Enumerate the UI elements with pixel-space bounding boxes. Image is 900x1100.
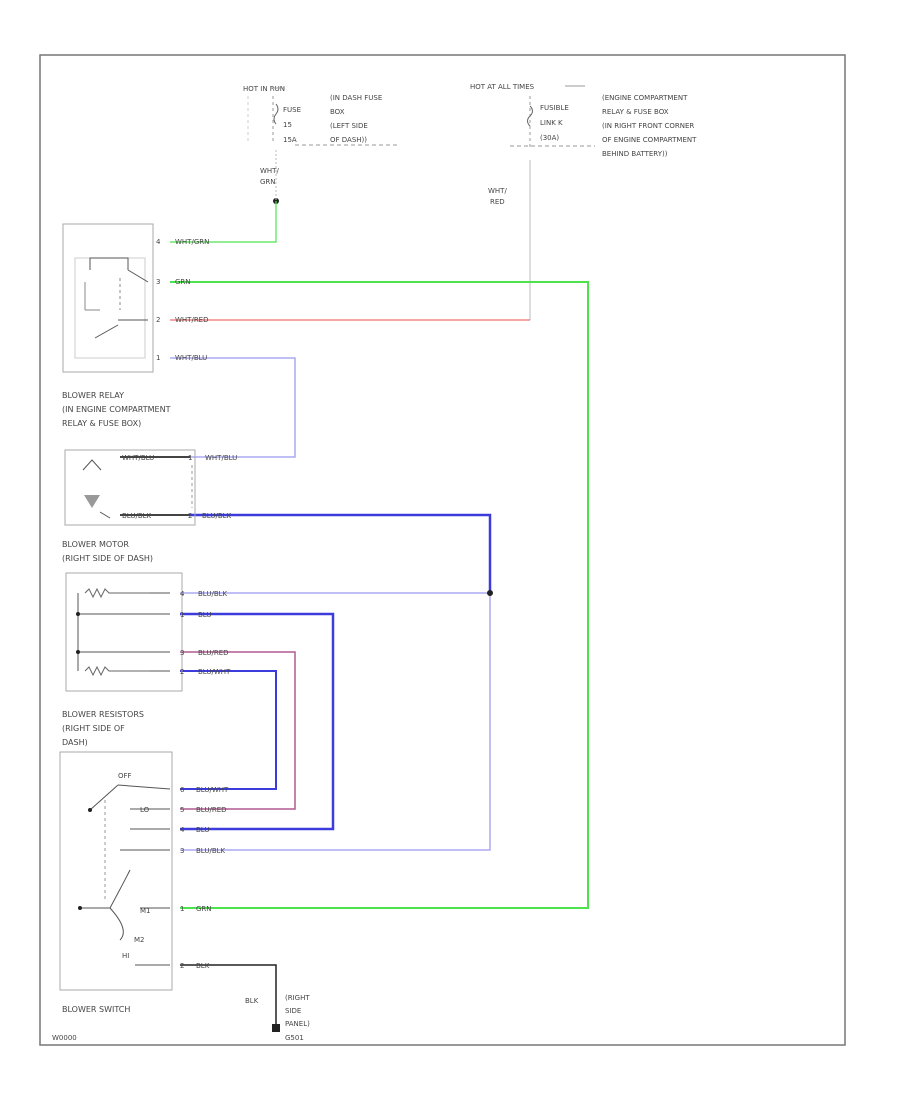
switch-pin-5-wire: BLU/RED xyxy=(196,806,227,814)
ground-wire-label: BLK xyxy=(245,997,259,1005)
ground-location-3: PANEL) xyxy=(285,1020,310,1028)
resistor-pin-3-wire: BLU/RED xyxy=(198,649,229,657)
switch-position-lo: LO xyxy=(140,806,150,814)
blower-resistors: 4 BLU/BLK 1 BLU 3 BLU/RED 2 BLU/WHT BLOW… xyxy=(62,572,231,747)
blower-switch: OFF LO M1 M2 HI 6 BLU/WHT 5 BLU/RED 4 BL… xyxy=(59,751,229,1014)
relay-pin-2-wire: WHT/RED xyxy=(175,316,209,324)
motor-pin-1-num: 1 xyxy=(188,454,192,462)
motor-symbol xyxy=(82,459,102,471)
resistor-caption-2: (RIGHT SIDE OF xyxy=(62,724,125,733)
relay-pin-3-wire: GRN xyxy=(175,278,191,286)
relay-pin-2-num: 2 xyxy=(156,316,160,324)
relay-caption-3: RELAY & FUSE BOX) xyxy=(62,419,141,428)
resistor-pin-2-num: 2 xyxy=(180,668,184,676)
diagram-border xyxy=(39,54,846,1046)
wire-blu xyxy=(180,612,335,831)
relay-pin-3-num: 3 xyxy=(156,278,160,286)
resistor-top xyxy=(84,587,150,599)
motor-caption-1: BLOWER MOTOR xyxy=(62,540,129,549)
switch-pin-4-num: 4 xyxy=(180,826,185,834)
switch-position-off: OFF xyxy=(118,772,132,780)
resistor-caption-3: DASH) xyxy=(62,738,88,747)
wire-blu-red xyxy=(180,651,296,810)
fuse-line-3: 15A xyxy=(283,136,297,144)
resistor-pin-1-num: 1 xyxy=(180,611,184,619)
switch-pin-5-num: 5 xyxy=(180,806,184,814)
switch-pin-1-num: 1 xyxy=(180,905,184,913)
fuse-line-2: LINK K xyxy=(540,119,563,127)
fuse-line-2: 15 xyxy=(283,121,292,129)
switch-pin-6-wire: BLU/WHT xyxy=(196,786,229,794)
wires xyxy=(170,150,589,1027)
wire-blu-wht xyxy=(180,670,277,790)
relay-caption-2: (IN ENGINE COMPARTMENT xyxy=(62,405,171,414)
location-line-5: BEHIND BATTERY)) xyxy=(602,150,668,158)
switch-pin-3-wire: BLU/BLK xyxy=(196,847,226,855)
resistor-caption-1: BLOWER RESISTORS xyxy=(62,710,144,719)
switch-position-hi: HI xyxy=(122,952,129,960)
ground: BLK (RIGHT SIDE PANEL) G501 xyxy=(245,994,310,1042)
ground-location-2: SIDE xyxy=(285,1007,301,1015)
switch-position-m2: M2 xyxy=(134,936,145,944)
ground-symbol xyxy=(272,1024,280,1032)
wire-label-2: RED xyxy=(490,198,505,206)
location-line-2: RELAY & FUSE BOX xyxy=(602,108,669,116)
motor-pin-2-motor-wire: BLU/BLK xyxy=(122,512,152,520)
motor-pin-2-wire: BLU/BLK xyxy=(202,512,232,520)
location-line-4: OF DASH)) xyxy=(330,136,367,144)
motor-pin-1-wire: WHT/BLU xyxy=(205,454,237,462)
switch-pin-6-num: 6 xyxy=(180,786,185,794)
relay-pin-4-num: 4 xyxy=(156,238,161,246)
location-line-3: (LEFT SIDE xyxy=(330,122,368,130)
wire-wht-blu xyxy=(170,357,296,458)
relay-pin-1-wire: WHT/BLU xyxy=(175,354,207,362)
ground-location-1: (RIGHT xyxy=(285,994,310,1002)
relay-pin-1-num: 1 xyxy=(156,354,160,362)
switch-pin-1-wire: GRN xyxy=(196,905,212,913)
fuse-line-3: (30A) xyxy=(540,134,559,142)
resistor-pin-4-wire: BLU/BLK xyxy=(198,590,228,598)
location-line-1: (IN DASH FUSE xyxy=(330,94,382,102)
motor-pin-1-motor-wire: WHT/BLU xyxy=(122,454,154,462)
location-line-1: (ENGINE COMPARTMENT xyxy=(602,94,688,102)
switch-pin-2-num: 2 xyxy=(180,962,184,970)
blower-relay: 4 WHT/GRN 3 GRN 2 WHT/RED 1 WHT/BLU BLOW… xyxy=(62,223,209,428)
wire-blk xyxy=(180,964,277,1027)
fuse-line-1: FUSIBLE xyxy=(540,104,569,112)
switch-pin-2-wire: BLK xyxy=(196,962,210,970)
switch-position-m1: M1 xyxy=(140,907,151,915)
motor-caption-2: (RIGHT SIDE OF DASH) xyxy=(62,554,153,563)
source-hot-at-all-times: HOT AT ALL TIMES FUSIBLE LINK K (30A) (E… xyxy=(470,83,697,206)
switch-pin-4-wire: BLU xyxy=(196,826,209,834)
location-line-3: (IN RIGHT FRONT CORNER xyxy=(602,122,694,130)
resistor-pin-3-num: 3 xyxy=(180,649,184,657)
wire-wht-grn xyxy=(170,201,277,243)
resistor-pin-4-num: 4 xyxy=(180,590,185,598)
blower-motor: WHT/BLU 1 WHT/BLU BLU/BLK 2 BLU/BLK BLOW… xyxy=(62,449,237,563)
resistor-bottom xyxy=(84,665,150,677)
ground-location-4: G501 xyxy=(285,1034,304,1042)
source-title: HOT AT ALL TIMES xyxy=(470,83,535,91)
switch-caption: BLOWER SWITCH xyxy=(62,1005,130,1014)
splice-dot-blu-blk xyxy=(487,590,493,596)
resistor-pin-1-wire: BLU xyxy=(198,611,211,619)
location-line-4: OF ENGINE COMPARTMENT xyxy=(602,136,697,144)
relay-pin-4-wire: WHT/GRN xyxy=(175,238,209,246)
wire-blu-blk-motor xyxy=(190,513,492,593)
location-line-2: BOX xyxy=(330,108,345,116)
figure-id: W0000 xyxy=(52,1034,77,1042)
source-title: HOT IN RUN xyxy=(243,85,285,93)
wire-label-1: WHT/ xyxy=(260,167,279,175)
motor-pin-2-num: 2 xyxy=(188,512,192,520)
wire-blu-blk-switch xyxy=(180,593,491,851)
resistor-pin-2-wire: BLU/WHT xyxy=(198,668,231,676)
switch-pin-3-num: 3 xyxy=(180,847,184,855)
wire-label-2: GRN xyxy=(260,178,276,186)
wire-label-1: WHT/ xyxy=(488,187,507,195)
wire-grn xyxy=(170,281,589,909)
source-hot-in-run: HOT IN RUN FUSE 15 15A (IN DASH FUSE BOX… xyxy=(243,85,400,204)
relay-caption-1: BLOWER RELAY xyxy=(62,391,124,400)
fuse-line-1: FUSE xyxy=(283,106,301,114)
